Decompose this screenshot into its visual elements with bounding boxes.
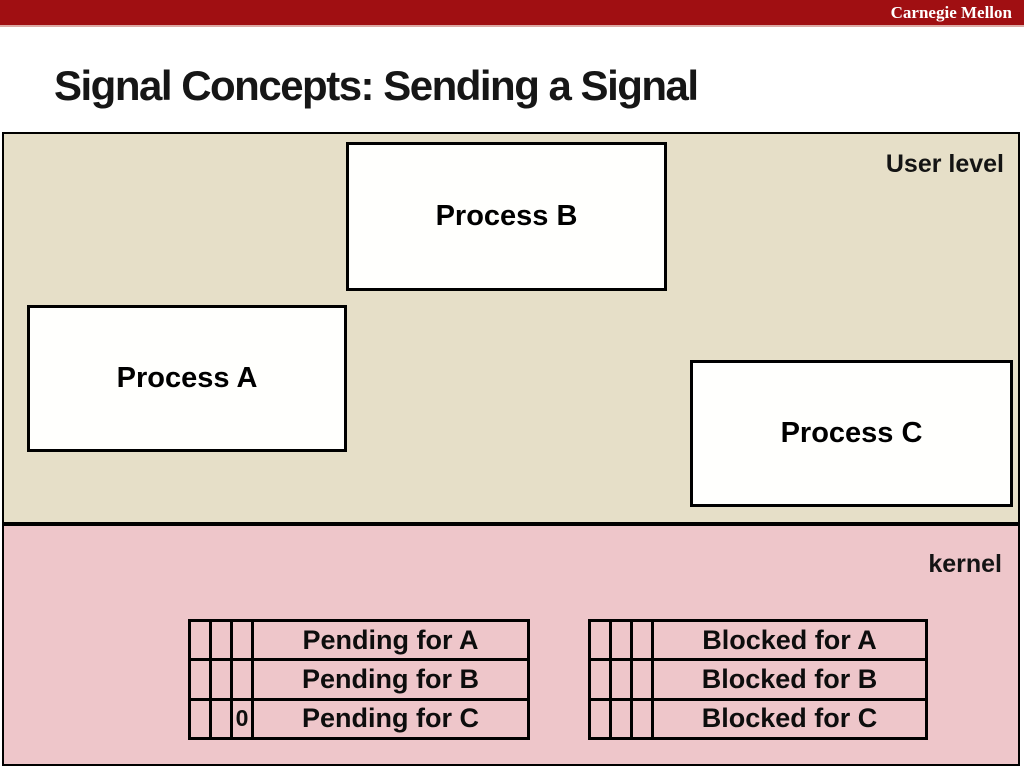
pending-a-label: Pending for A — [251, 618, 530, 662]
pending-signals-table: Pending for A Pending for B 0 Pending fo… — [188, 618, 530, 741]
table-row: Blocked for C — [588, 697, 928, 741]
pending-b-bit-1 — [188, 658, 212, 701]
blocked-a-bit-1 — [588, 618, 612, 662]
pending-a-bit-1 — [188, 618, 212, 662]
pending-a-bit-2 — [209, 618, 233, 662]
pending-c-bit-1 — [188, 697, 212, 741]
pending-c-bit-2 — [209, 697, 233, 741]
pending-c-bit-3: 0 — [230, 697, 254, 741]
blocked-signals-table: Blocked for A Blocked for B Blocked for … — [588, 618, 928, 741]
pending-c-label: Pending for C — [251, 697, 530, 741]
table-row: Pending for B — [188, 658, 530, 701]
pending-b-label: Pending for B — [251, 658, 530, 701]
blocked-b-bit-2 — [609, 658, 633, 701]
pending-b-bit-3 — [230, 658, 254, 701]
user-level-label: User level — [885, 150, 1004, 178]
blocked-c-label: Blocked for C — [651, 697, 928, 741]
blocked-b-bit-3 — [630, 658, 654, 701]
header-bar: Carnegie Mellon — [0, 0, 1024, 27]
process-a-box: Process A — [27, 305, 347, 452]
process-b-label: Process B — [435, 200, 578, 232]
pending-b-bit-2 — [209, 658, 233, 701]
blocked-c-bit-1 — [588, 697, 612, 741]
table-row: Blocked for B — [588, 658, 928, 701]
blocked-c-bit-3 — [630, 697, 654, 741]
table-row: 0 Pending for C — [188, 697, 530, 741]
pending-a-bit-3 — [230, 618, 254, 662]
blocked-a-bit-2 — [609, 618, 633, 662]
table-row: Pending for A — [188, 618, 530, 662]
process-b-box: Process B — [346, 142, 667, 291]
brand-logo-text: Carnegie Mellon — [890, 2, 1012, 22]
process-c-label: Process C — [780, 417, 923, 449]
kernel-label: kernel — [928, 550, 1002, 578]
process-c-box: Process C — [690, 360, 1013, 507]
blocked-a-label: Blocked for A — [651, 618, 928, 662]
blocked-c-bit-2 — [609, 697, 633, 741]
blocked-b-label: Blocked for B — [651, 658, 928, 701]
page-title: Signal Concepts: Sending a Signal — [54, 62, 699, 109]
blocked-b-bit-1 — [588, 658, 612, 701]
process-a-label: Process A — [116, 362, 258, 394]
table-row: Blocked for A — [588, 618, 928, 662]
blocked-a-bit-3 — [630, 618, 654, 662]
